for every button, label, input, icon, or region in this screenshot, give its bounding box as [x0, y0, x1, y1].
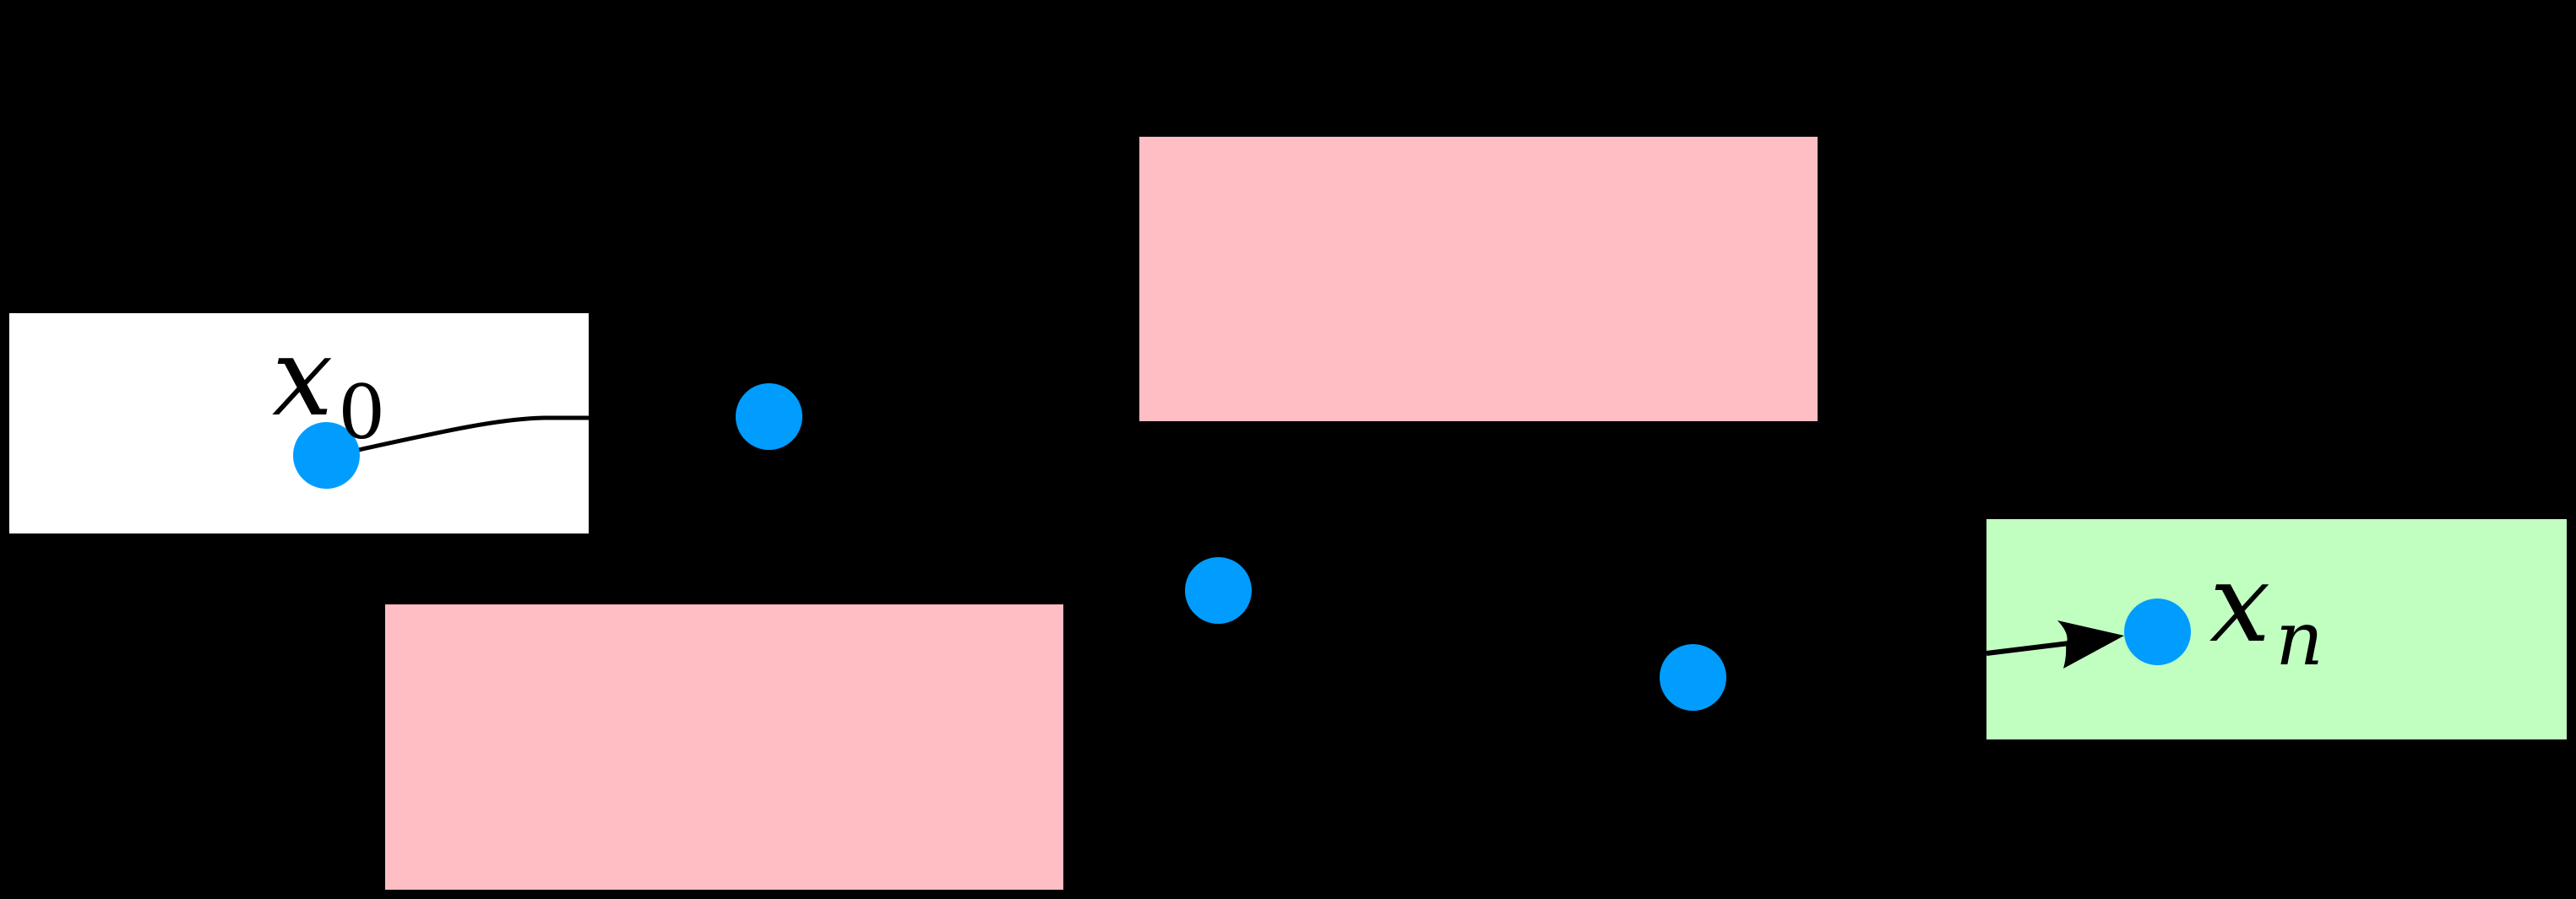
obstacle-top-box [1139, 137, 1818, 421]
label-xn: xn [2209, 550, 2323, 676]
label-xn-subscript: n [2275, 595, 2323, 682]
label-xn-main: x [2209, 541, 2271, 667]
label-x0-main: x [272, 315, 334, 441]
label-x0-subscript: 0 [338, 369, 386, 456]
point-xn [2124, 598, 2191, 665]
point-x0 [293, 422, 360, 489]
point-p2 [1185, 557, 1252, 624]
point-p3 [1660, 644, 1726, 711]
label-x0: x0 [272, 324, 385, 450]
obstacle-bottom-box [385, 604, 1063, 890]
point-p1 [736, 383, 802, 450]
